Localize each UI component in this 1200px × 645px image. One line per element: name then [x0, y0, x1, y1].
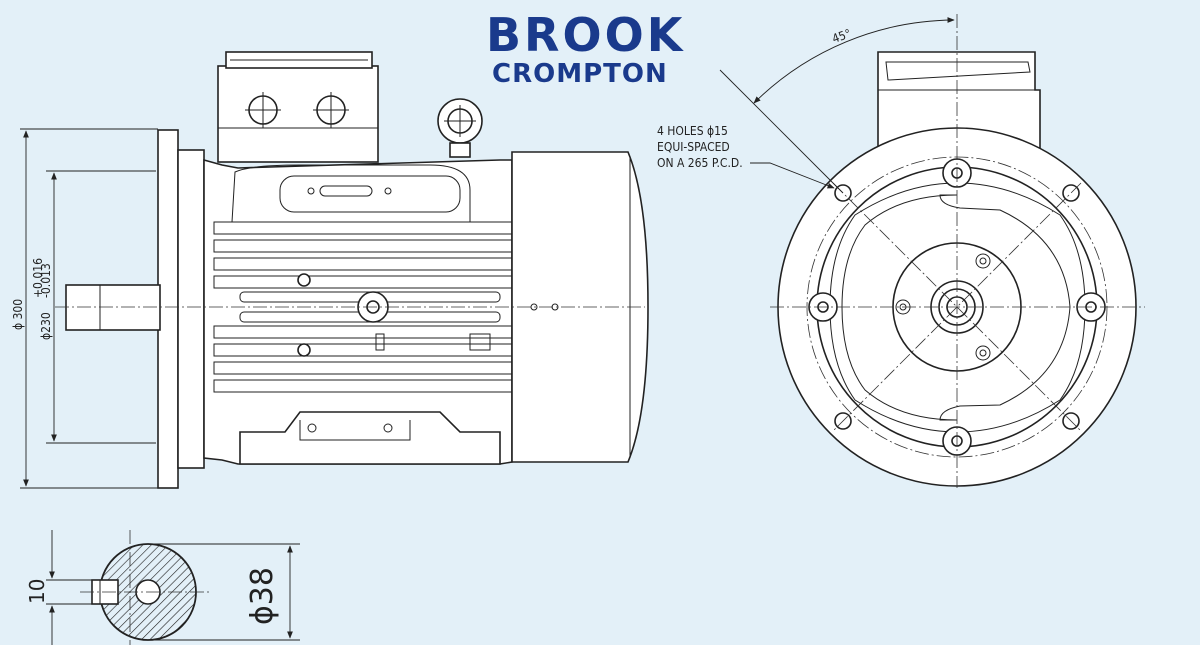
shaft-section: 10 ϕ38	[25, 530, 300, 645]
flange-dia-label: ϕ 300	[11, 299, 25, 330]
flange-dimensions: ϕ 300 ϕ230 +0.016 -0.013	[11, 128, 158, 489]
brand-line-1: BROOK	[486, 8, 686, 62]
shaft-dia-label: ϕ38	[245, 567, 280, 625]
angle-arc	[753, 17, 955, 104]
holes-callout-2: EQUI-SPACED	[657, 140, 730, 154]
end-view: 45° 4 HOLES ϕ15 EQUI-SPACED ON A 265 P.C…	[657, 14, 1145, 488]
flange-hub	[177, 149, 205, 469]
bottom-foot	[239, 411, 501, 465]
brand-logo: BROOK CROMPTON	[486, 10, 748, 90]
terminal-box	[217, 65, 379, 163]
holes-callout-1: 4 HOLES ϕ15	[657, 124, 728, 138]
side-view	[55, 51, 649, 489]
key-width-label: 10	[25, 579, 49, 604]
holes-callout-3: ON A 265 P.C.D.	[657, 156, 743, 170]
spigot-dia-label: ϕ230	[39, 312, 53, 340]
angle-label: 45°	[830, 26, 853, 46]
shaft	[65, 284, 161, 331]
brand-line-2: CROMPTON	[492, 59, 668, 89]
spigot-tol-lower: -0.013	[39, 263, 53, 298]
spigot-tol-upper: +0.016	[31, 258, 45, 298]
top-saddle	[231, 164, 471, 223]
flange-plate	[157, 129, 179, 489]
